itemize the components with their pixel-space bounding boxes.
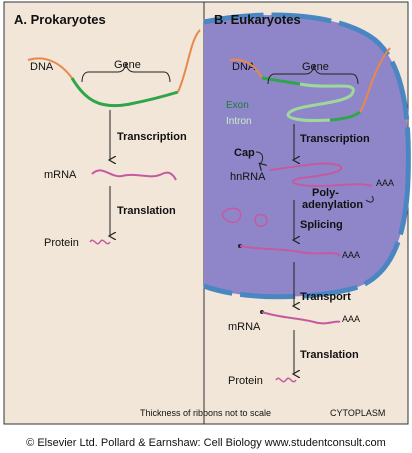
euk-hnrna-strand: [269, 162, 373, 188]
euk-exon-2: [329, 110, 361, 122]
euk-exon-label: Exon: [226, 100, 249, 111]
prok-transcription-label: Transcription: [117, 131, 187, 143]
euk-spliced-mrna: [239, 245, 341, 257]
euk-intron: [286, 82, 355, 122]
prok-mrna-label: mRNA: [44, 169, 77, 181]
euk-mrna-label: mRNA: [228, 321, 261, 333]
euk-aaa-1: AAA: [376, 178, 394, 188]
copyright-footer: © Elsevier Ltd. Pollard & Earnshaw: Cell…: [26, 437, 386, 449]
euk-transcription-label: Transcription: [300, 133, 370, 145]
euk-spliced-intron-lariat-2: [254, 213, 268, 228]
euk-poly-label-2: adenylation: [302, 199, 363, 211]
cytoplasm-label: CYTOPLASM: [330, 408, 385, 418]
euk-spliced-intron-lariat-1: [221, 207, 242, 224]
euk-transport-label: Transport: [300, 291, 351, 303]
euk-cyto-mrna: [261, 311, 341, 325]
euk-intron-label: Intron: [226, 116, 252, 127]
euk-aaa-2: AAA: [342, 250, 360, 260]
euk-protein-label: Protein: [228, 375, 263, 387]
ribbon-note: Thickness of ribbons not to scale: [140, 408, 271, 418]
euk-poly-arrow: [365, 195, 374, 203]
nucleus: [203, 12, 411, 300]
prok-protein-squiggle: [89, 239, 111, 245]
prokaryotes-title: A. Prokaryotes: [14, 12, 106, 27]
euk-gene-brace: [267, 63, 359, 85]
euk-gene-label: Gene: [302, 61, 329, 73]
nuclear-envelope: [203, 12, 411, 181]
euk-protein-squiggle: [275, 377, 297, 383]
euk-dna-left-strand: [229, 58, 263, 79]
prok-gene-brace: [81, 61, 171, 83]
prok-dna-right-strand: [177, 29, 201, 93]
nuclear-envelope-lower: [203, 179, 411, 300]
euk-splicing-label: Splicing: [300, 219, 343, 231]
prok-dna-label: DNA: [30, 61, 54, 73]
prok-protein-label: Protein: [44, 237, 79, 249]
euk-cap-label: Cap: [234, 147, 255, 159]
euk-hnrna-label: hnRNA: [230, 171, 266, 183]
euk-translation-label: Translation: [300, 349, 359, 361]
euk-cap-arrow: [255, 151, 263, 164]
euk-aaa-3: AAA: [342, 314, 360, 324]
eukaryotes-title: B. Eukaryotes: [214, 12, 301, 27]
prok-dna-left-strand: [27, 57, 73, 79]
euk-poly-label-1: Poly-: [312, 187, 339, 199]
prok-gene-strand: [70, 77, 179, 108]
prok-gene-label: Gene: [114, 59, 141, 71]
euk-dna-right-strand: [359, 47, 391, 113]
prok-mrna-strand: [91, 169, 177, 181]
prok-translation-label: Translation: [117, 205, 176, 217]
